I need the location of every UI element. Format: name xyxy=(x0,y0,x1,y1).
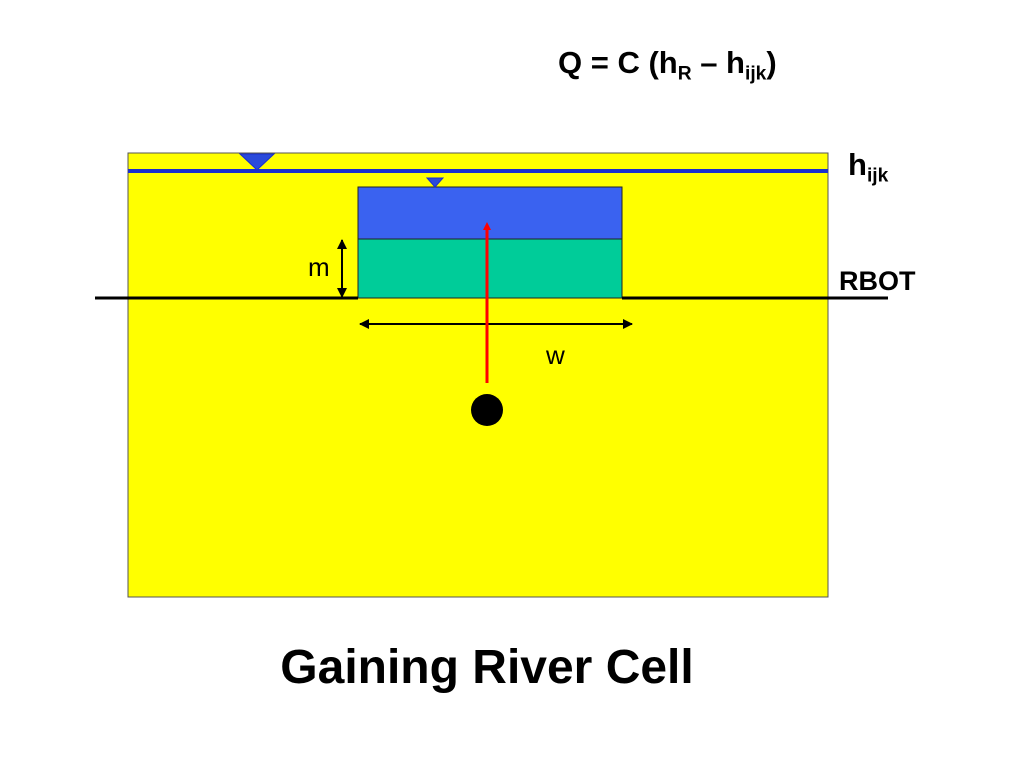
head-label-main: h xyxy=(848,147,867,182)
cell-node xyxy=(471,394,503,426)
head-label-sub: ijk xyxy=(866,165,889,187)
river-water xyxy=(357,186,623,240)
equation-mid: – h xyxy=(691,45,745,80)
m-label: m xyxy=(308,252,330,282)
water-table-marker-icon xyxy=(238,153,276,171)
equation-sub-ijk: ijk xyxy=(744,63,767,85)
river-stage-marker-icon xyxy=(425,177,445,188)
equation: Q = C (hR – hijk) xyxy=(558,45,777,86)
w-label: w xyxy=(546,340,565,370)
slide-title: Gaining River Cell xyxy=(280,641,694,694)
head-label: hijk xyxy=(848,147,888,188)
equation-lhs: Q = C (h xyxy=(558,45,678,80)
equation-end: ) xyxy=(766,45,777,80)
equation-sub-r: R xyxy=(677,63,692,85)
rbot-label: RBOT xyxy=(839,266,916,296)
riverbed-layer xyxy=(357,238,623,299)
